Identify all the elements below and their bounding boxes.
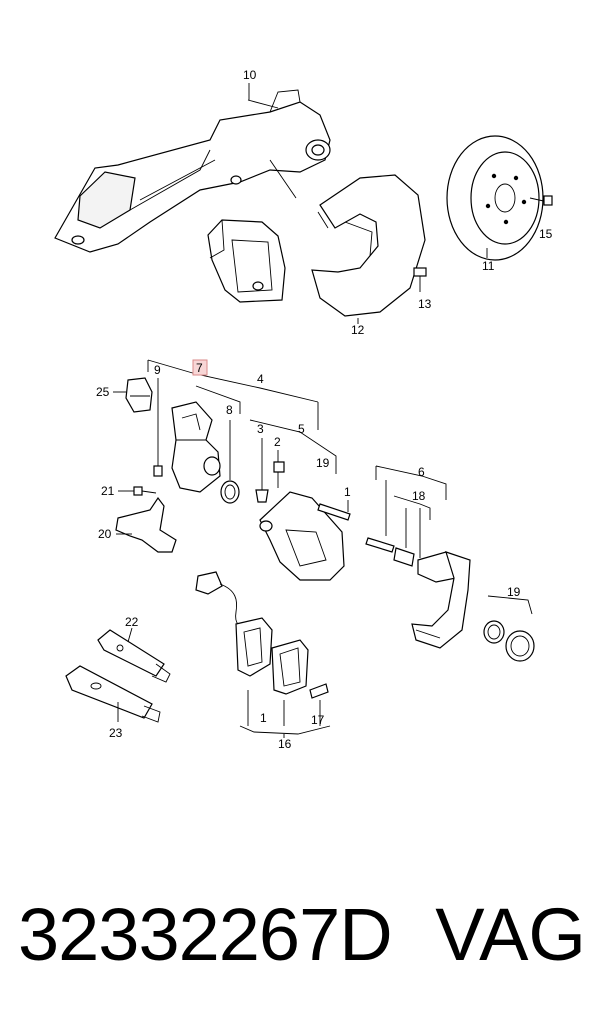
callout-18: 18 bbox=[412, 489, 426, 503]
brand-name: VAG bbox=[435, 893, 586, 976]
callout-12: 12 bbox=[351, 323, 365, 337]
bleed-screw-part bbox=[255, 489, 269, 503]
screw-21-part bbox=[133, 486, 143, 496]
o-ring-part bbox=[220, 480, 240, 504]
callout-8: 8 bbox=[226, 403, 233, 417]
splash-shield-part bbox=[311, 174, 426, 317]
grease-tube-22-part bbox=[97, 629, 171, 683]
callout-11: 11 bbox=[482, 259, 495, 273]
dust-cap-part bbox=[273, 461, 285, 473]
callout-1-bottom: 1 bbox=[260, 711, 267, 725]
callout-7: 7 bbox=[196, 361, 203, 375]
callout-3: 3 bbox=[257, 422, 264, 436]
footer: 32332267D VAG bbox=[0, 880, 600, 1000]
parts-exploded-diagram: 10 12 13 11 15 bbox=[54, 68, 553, 751]
bracket-20-part bbox=[115, 496, 177, 553]
caliper-housing-part bbox=[411, 551, 471, 649]
callout-5: 5 bbox=[298, 422, 305, 436]
callout-20: 20 bbox=[98, 527, 112, 541]
piston-part bbox=[505, 630, 535, 662]
trailing-arm-part bbox=[54, 89, 331, 253]
screw-15-part bbox=[529, 195, 553, 206]
callout-9: 9 bbox=[154, 363, 161, 377]
callout-2: 2 bbox=[274, 435, 281, 449]
callout-1-top: 1 bbox=[344, 485, 351, 499]
part-number: 32332267D bbox=[18, 893, 393, 976]
callout-13: 13 bbox=[418, 297, 432, 311]
caliper-carrier-part bbox=[259, 491, 345, 581]
callout-6: 6 bbox=[418, 465, 425, 479]
bolt-1-part bbox=[317, 503, 351, 521]
callout-17: 17 bbox=[311, 713, 325, 727]
callout-25: 25 bbox=[96, 385, 110, 399]
callout-4: 4 bbox=[257, 372, 264, 386]
brake-pad-outer-part bbox=[235, 617, 273, 677]
caliper-assembly-part bbox=[207, 219, 286, 303]
wear-sensor-part bbox=[195, 571, 249, 631]
callout-16: 16 bbox=[278, 737, 292, 751]
callout-21: 21 bbox=[101, 484, 115, 498]
piston-seal-part bbox=[483, 620, 505, 644]
brake-pad-inner-part bbox=[271, 639, 309, 695]
callout-7-highlight bbox=[192, 359, 208, 376]
brake-disc-part bbox=[446, 135, 544, 261]
callout-19-top: 19 bbox=[316, 456, 330, 470]
callout-22: 22 bbox=[125, 615, 139, 629]
actuator-motor-part bbox=[171, 401, 221, 493]
connector-25-part bbox=[125, 377, 153, 413]
bolt-13-part bbox=[413, 267, 427, 292]
clip-17-part bbox=[309, 683, 329, 699]
callout-19-bottom: 19 bbox=[507, 585, 521, 599]
guide-pin-part bbox=[365, 537, 463, 583]
bolt-9-part bbox=[153, 465, 163, 477]
callout-23: 23 bbox=[109, 726, 123, 740]
callout-15: 15 bbox=[539, 227, 553, 241]
callout-10: 10 bbox=[243, 68, 257, 82]
grease-tube-23-part bbox=[65, 665, 161, 723]
